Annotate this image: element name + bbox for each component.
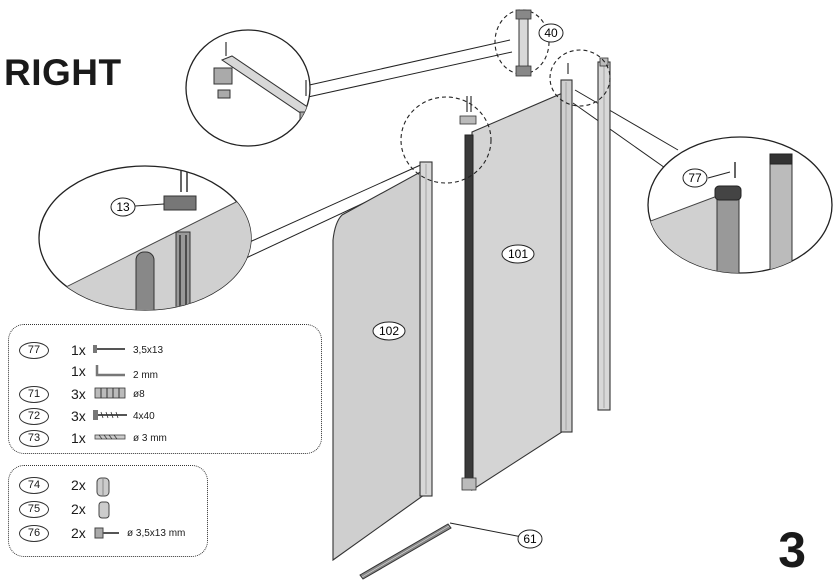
callout-61-label: 61 <box>523 532 537 546</box>
part-quantity: 1x <box>71 363 86 379</box>
part-number: 73 <box>19 430 49 447</box>
callouts: 40 77 13 101 102 61 <box>110 23 708 549</box>
callout-77-label: 77 <box>688 171 702 185</box>
glass-panel-101 <box>461 79 573 492</box>
callout-101 <box>501 244 535 264</box>
callout-102-label: 102 <box>379 324 399 338</box>
part-spec: ø 3 mm <box>133 433 167 444</box>
callout-77 <box>682 168 708 188</box>
part-row: 1x 2 mm <box>9 362 321 382</box>
zoom-detail-top <box>185 29 311 147</box>
bottom-seal-61 <box>359 523 452 580</box>
screw-icon <box>93 345 125 353</box>
part-number: 77 <box>19 342 49 359</box>
part-row: 71 3x ø8 <box>9 385 321 405</box>
part-number: 76 <box>19 525 49 542</box>
allen-key-icon <box>95 365 125 377</box>
part-row: 74 2x <box>9 476 207 497</box>
part-row: 76 2x ø 3,5x13 mm <box>9 524 207 544</box>
part-spec: 4x40 <box>133 411 155 422</box>
highlight-parts <box>459 9 569 125</box>
callout-40-label: 40 <box>544 26 558 40</box>
part-quantity: 2x <box>71 477 86 493</box>
callout-13-label: 13 <box>116 200 130 214</box>
long-screw-icon <box>93 410 127 420</box>
callout-101-label: 101 <box>508 247 528 261</box>
part-row: 75 2x <box>9 500 207 520</box>
part-number: 74 <box>19 477 49 494</box>
part-spec: ø 3,5x13 mm <box>127 528 186 539</box>
drill-bit-icon <box>94 434 126 440</box>
wall-anchor-icon <box>94 527 119 539</box>
part-quantity: 1x <box>71 430 86 446</box>
part-spec: 2 mm <box>133 370 158 381</box>
callout-40 <box>538 23 564 43</box>
parts-list-hardware: 77 1x 3,5x13 1x 2 mm 71 3x ø8 72 3x 4x40… <box>8 324 322 454</box>
page-heading: RIGHT <box>4 52 122 93</box>
part-spec: ø8 <box>133 389 145 400</box>
part-quantity: 2x <box>71 501 86 517</box>
parts-list-caps: 74 2x 75 2x 76 2x ø 3,5x13 mm <box>8 465 208 557</box>
leader-lines <box>242 39 679 538</box>
cap-small-icon <box>98 501 110 519</box>
part-number: 75 <box>19 501 49 518</box>
zoom-detail-right <box>647 136 833 274</box>
callout-13 <box>110 197 136 217</box>
part-quantity: 3x <box>71 386 86 402</box>
part-row: 73 1x ø 3 mm <box>9 429 321 449</box>
part-number: 71 <box>19 386 49 403</box>
part-quantity: 2x <box>71 525 86 541</box>
part-quantity: 3x <box>71 408 86 424</box>
part-number: 72 <box>19 408 49 425</box>
part-spec: 3,5x13 <box>133 345 164 356</box>
cap-large-icon <box>96 477 110 497</box>
callout-102 <box>372 321 406 341</box>
glass-panel-102 <box>332 161 433 562</box>
part-row: 72 3x 4x40 <box>9 407 321 427</box>
wall-plug-icon <box>94 387 126 399</box>
step-number: 3 <box>778 522 806 578</box>
wall-profile-rear <box>597 57 611 411</box>
callout-61 <box>517 529 543 549</box>
part-row: 77 1x 3,5x13 <box>9 341 321 361</box>
zoom-detail-left <box>38 165 252 311</box>
part-quantity: 1x <box>71 342 86 358</box>
